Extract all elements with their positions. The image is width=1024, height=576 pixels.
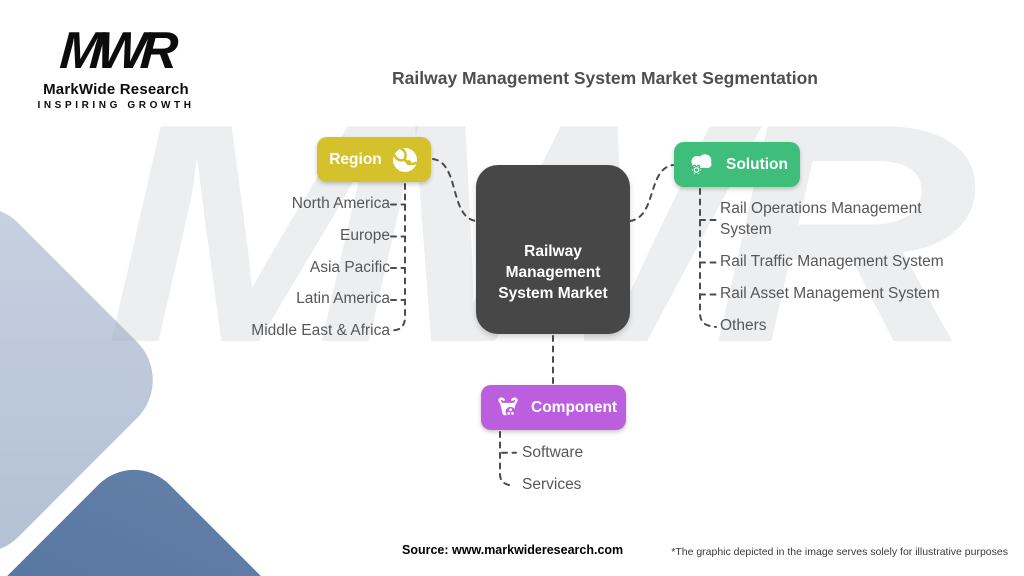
solution-badge-label: Solution [726, 155, 788, 173]
component-badge: Component [481, 385, 626, 430]
list-item: Others [720, 317, 767, 334]
list-item: Europe [340, 226, 390, 244]
logo-tagline: INSPIRING GROWTH [37, 99, 195, 111]
list-item: Rail Operations Management System [720, 200, 922, 238]
list-item: Software [522, 444, 584, 461]
logo-name: MarkWide Research [43, 80, 189, 98]
component-badge-label: Component [531, 398, 618, 416]
region-badge-label: Region [329, 150, 382, 168]
list-item: Services [522, 475, 582, 493]
cloud-gear-icon [690, 153, 712, 175]
region-badge: Region [317, 137, 431, 182]
central-market-label: Railway Management System Market [498, 243, 608, 302]
solution-badge: Solution [674, 142, 800, 187]
list-item: Latin America [296, 290, 390, 308]
package-icon [498, 396, 518, 417]
list-item: North America [291, 195, 390, 212]
logo-acronym: MWR [58, 22, 175, 80]
source-text: Source: www.markwideresearch.com [402, 543, 624, 557]
list-item: Asia Pacific [309, 258, 390, 276]
globe-icon [392, 147, 417, 172]
list-item: Rail Traffic Management System [720, 253, 944, 270]
logo: MWR MarkWide Research INSPIRING GROWTH [30, 22, 202, 111]
list-item: Rail Asset Management System [720, 285, 940, 302]
page-title: Railway Management System Market Segment… [392, 68, 818, 88]
central-market-node: Railway Management System Market [476, 165, 630, 334]
disclaimer-text: *The graphic depicted in the image serve… [671, 546, 1008, 558]
list-item: Middle East & Africa [251, 322, 390, 340]
